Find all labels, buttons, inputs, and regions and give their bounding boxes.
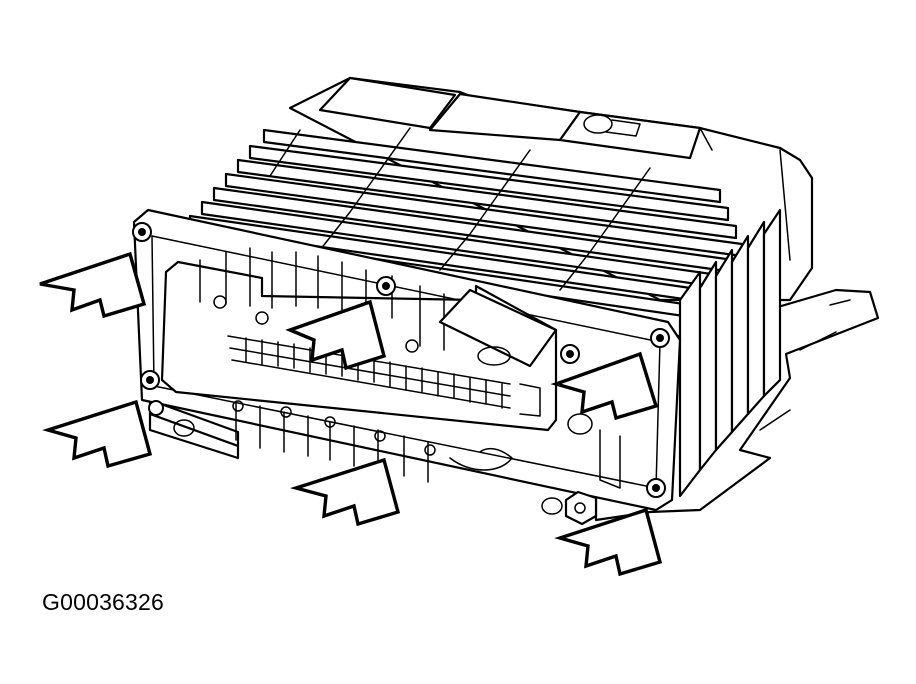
bolt-top-left — [132, 222, 152, 242]
mounting-bolts — [132, 222, 670, 526]
pointer-arrows — [39, 251, 663, 577]
arrow-lower-left — [42, 399, 153, 469]
bolt-center — [376, 276, 396, 296]
arrow-lower-right — [554, 507, 663, 577]
bolt-bottom-right — [148, 400, 666, 526]
figure-id-label: G00036326 — [42, 589, 165, 615]
arrow-right — [550, 351, 659, 421]
bolt-right-upper — [560, 328, 670, 364]
connector-ribs — [173, 247, 621, 515]
bolt-left — [140, 370, 160, 390]
arrow-center-connector — [285, 299, 387, 371]
arrow-upper-left — [39, 251, 147, 319]
arrow-lower-center — [289, 457, 401, 527]
